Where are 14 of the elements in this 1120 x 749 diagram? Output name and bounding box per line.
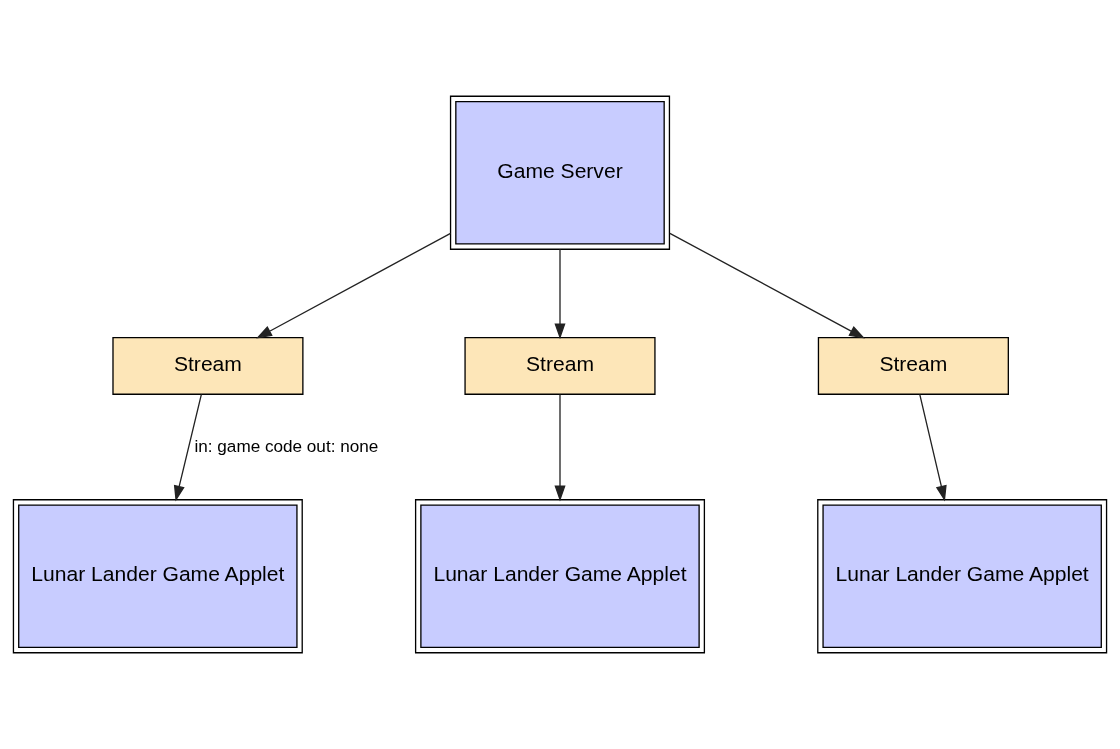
node-box: Stream <box>112 336 304 395</box>
node-box: Stream <box>464 336 656 395</box>
node-box: Lunar Lander Game Applet <box>12 499 303 654</box>
arrow <box>173 393 203 502</box>
node-box: Game Server <box>449 95 671 250</box>
edge-label: in: game code out: none <box>194 435 379 456</box>
arrow <box>554 393 566 502</box>
node-box: Lunar Lander Game Applet <box>817 499 1108 654</box>
arrow <box>554 248 566 340</box>
node-box: Stream <box>817 336 1009 395</box>
arrow <box>256 232 452 339</box>
arrow <box>919 393 947 502</box>
arrow <box>669 232 865 339</box>
node-box: Lunar Lander Game Applet <box>414 499 706 654</box>
